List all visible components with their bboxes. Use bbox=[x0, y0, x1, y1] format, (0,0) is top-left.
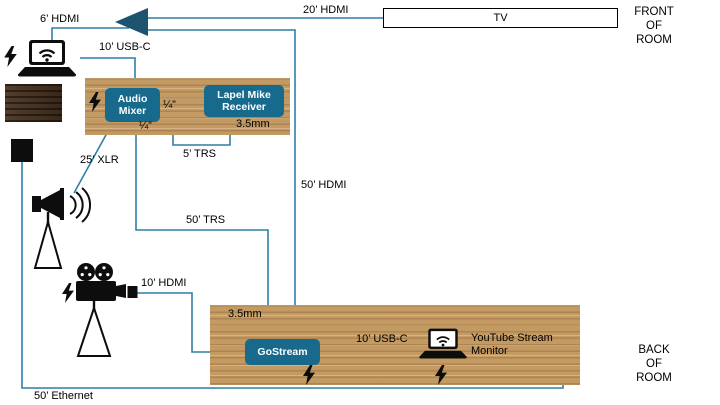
audio-mixer-label: Audio Mixer bbox=[117, 92, 148, 117]
gostream-box: GoStream bbox=[245, 339, 320, 365]
front-of-room-label: FRONT OF ROOM bbox=[634, 6, 674, 46]
connector-3-5mm-gostream: 3.5mm bbox=[228, 308, 262, 320]
power-bolt-icon bbox=[62, 283, 74, 303]
youtube-monitor-label: YouTube Stream Monitor bbox=[471, 332, 553, 357]
cable-25ft-xlr-label: 25’ XLR bbox=[80, 154, 119, 166]
cable-50ft-trs-line bbox=[135, 122, 269, 340]
gostream-label: GoStream bbox=[257, 345, 308, 358]
audio-mixer-box: Audio Mixer bbox=[105, 88, 160, 122]
power-bolt-icon bbox=[4, 46, 17, 67]
cable-50ft-hdmi-line bbox=[148, 29, 296, 340]
cable-10ft-hdmi-label: 10’ HDMI bbox=[141, 277, 187, 289]
dark-wood-panel bbox=[5, 84, 62, 122]
connector-3-5mm-receiver: 3.5mm bbox=[236, 118, 270, 130]
connector-quarter-inch-mixer-out: ¼” bbox=[139, 120, 152, 132]
connector-quarter-inch-mixer-in: ¼” bbox=[163, 99, 176, 111]
power-bolt-icon bbox=[435, 365, 447, 385]
cable-50ft-ethernet-label: 50’ Ethernet bbox=[34, 390, 93, 402]
cable-25ft-xlr-line bbox=[73, 123, 113, 194]
cable-10ft-usbc-bottom-label: 10’ USB-C bbox=[356, 333, 408, 345]
power-bolt-icon bbox=[303, 365, 315, 385]
tv-box: TV bbox=[383, 8, 618, 28]
cable-5ft-trs-label: 5’ TRS bbox=[183, 148, 217, 160]
cable-50ft-trs-label: 50’ TRS bbox=[186, 214, 226, 226]
cable-6ft-hdmi-label: 6’ HDMI bbox=[40, 13, 80, 25]
back-of-room-label: BACK OF ROOM bbox=[636, 344, 672, 384]
wall-port bbox=[11, 139, 33, 162]
stream-monitor-laptop-icon bbox=[419, 328, 467, 359]
cable-20ft-hdmi-label: 20’ HDMI bbox=[303, 4, 349, 16]
cable-10ft-usbc-top-label: 10’ USB-C bbox=[99, 41, 151, 53]
lapel-mike-receiver-label: Lapel Mike Receiver bbox=[217, 88, 271, 113]
cable-50ft-hdmi-label: 50’ HDMI bbox=[301, 179, 347, 191]
tv-label: TV bbox=[493, 12, 508, 24]
hdmi-splitter-icon bbox=[115, 8, 148, 36]
lapel-mike-receiver-box: Lapel Mike Receiver bbox=[204, 85, 284, 117]
pa-speaker-icon bbox=[32, 187, 92, 269]
cable-6ft-hdmi-line bbox=[51, 27, 129, 44]
presenter-laptop-icon bbox=[17, 40, 77, 77]
video-camera-icon bbox=[76, 263, 138, 357]
power-bolt-icon bbox=[89, 92, 101, 112]
